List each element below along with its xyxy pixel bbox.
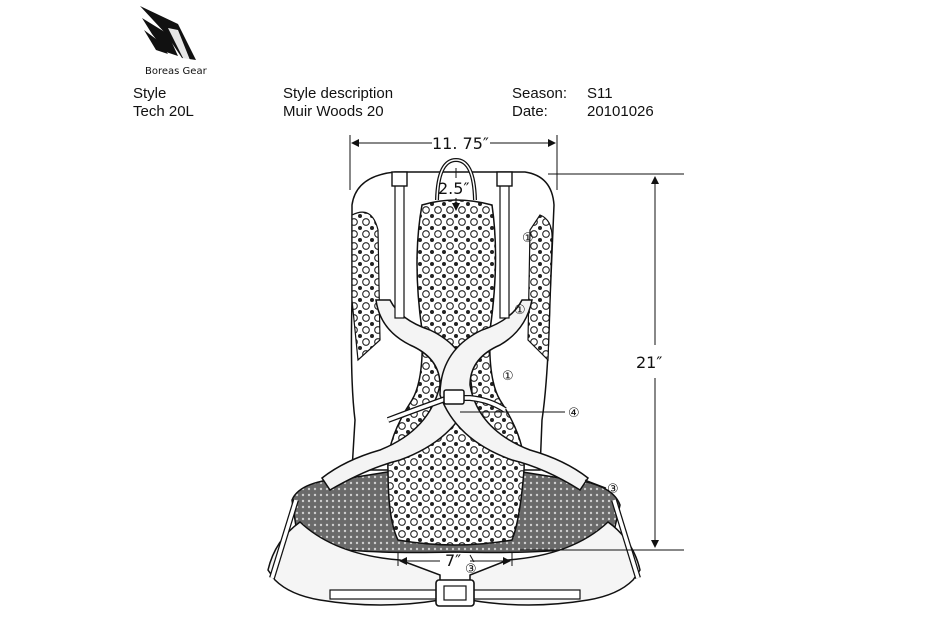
- left-shoulder-strap: [320, 299, 473, 492]
- width-dimension: 11. 75″: [432, 134, 489, 153]
- left-webbing: [394, 177, 405, 319]
- right-shoulder-strap: [439, 299, 590, 492]
- left-webbing-buckle: [391, 171, 408, 187]
- callout-1-strap: ①: [502, 369, 514, 384]
- callout-4-sternum: ④: [568, 406, 580, 421]
- season-label: Season:: [512, 85, 568, 102]
- brand-name: Boreas Gear: [145, 66, 207, 77]
- description-value: Muir Woods 20: [283, 103, 384, 120]
- style-value: Tech 20L: [133, 103, 194, 120]
- strap-offset-dimension: 2.5″: [438, 179, 469, 198]
- date-label: Date:: [512, 103, 548, 120]
- left-hip-webbing: [329, 589, 441, 600]
- right-hip-webbing: [469, 589, 581, 600]
- date-value: 20101026: [587, 103, 654, 120]
- right-webbing-buckle: [496, 171, 513, 187]
- callout-3-compression: ③: [607, 482, 619, 497]
- sternum-buckle: [443, 389, 465, 405]
- hip-buckle: [435, 579, 475, 607]
- description-label: Style description: [283, 85, 394, 102]
- right-side-mesh: [527, 214, 553, 362]
- right-webbing: [499, 177, 510, 319]
- wing-logo-icon: [140, 6, 196, 60]
- lumbar-width-dimension: 7″: [445, 551, 461, 570]
- callout-1-mesh: ①: [522, 231, 534, 246]
- left-side-mesh: [351, 211, 381, 362]
- season-value: S11: [587, 85, 613, 102]
- height-dimension: 21″: [636, 353, 662, 372]
- callout-1-side: ①: [514, 303, 526, 318]
- style-label: Style: [133, 85, 167, 102]
- callout-3-lumbar: ③: [465, 562, 477, 577]
